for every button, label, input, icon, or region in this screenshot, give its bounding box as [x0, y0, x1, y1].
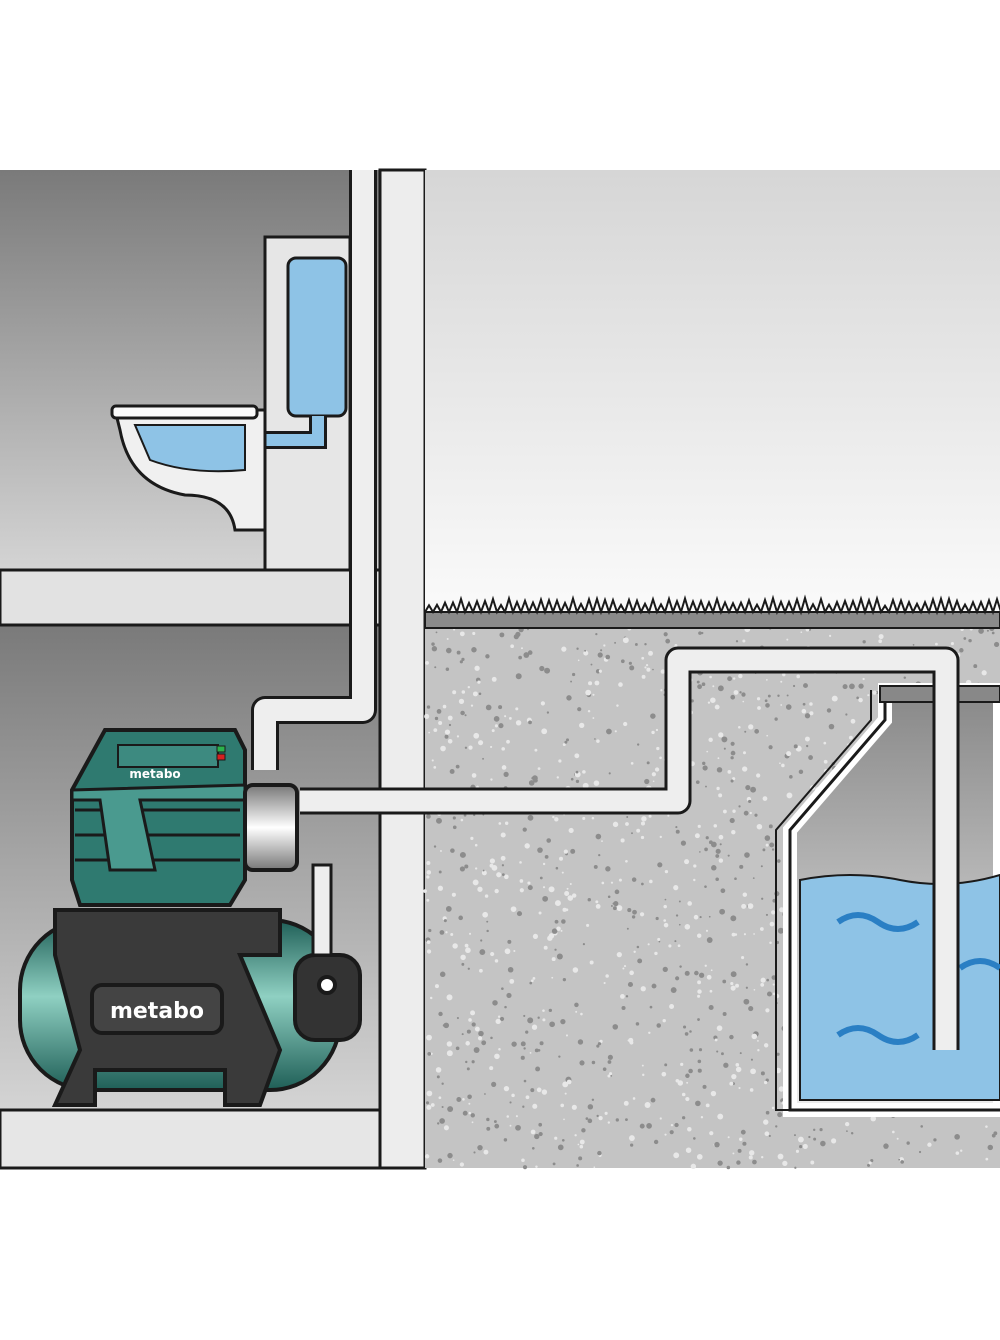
- cistern-water: [799, 873, 1000, 1101]
- basement-floor: [0, 1108, 382, 1170]
- indicator-green: [216, 745, 226, 753]
- toilet-water: [133, 424, 246, 473]
- sky: [425, 170, 1000, 610]
- exterior-wall: [378, 168, 427, 1170]
- pump-head: [243, 783, 299, 872]
- floor-slab: [0, 568, 382, 627]
- grass: [424, 594, 1000, 616]
- logo-plate: [90, 983, 224, 1035]
- pressure-switch: [293, 953, 362, 1042]
- indicator-red: [216, 753, 226, 761]
- pump-unit: [18, 728, 362, 1107]
- water-waves: [836, 912, 1000, 1045]
- toilet-seat: [110, 404, 259, 420]
- topsoil-strip: [424, 611, 1000, 629]
- pump-logo-large: metabo: [110, 999, 204, 1024]
- toilet-cistern: [286, 256, 348, 418]
- pump-logo-small: metabo: [129, 767, 180, 781]
